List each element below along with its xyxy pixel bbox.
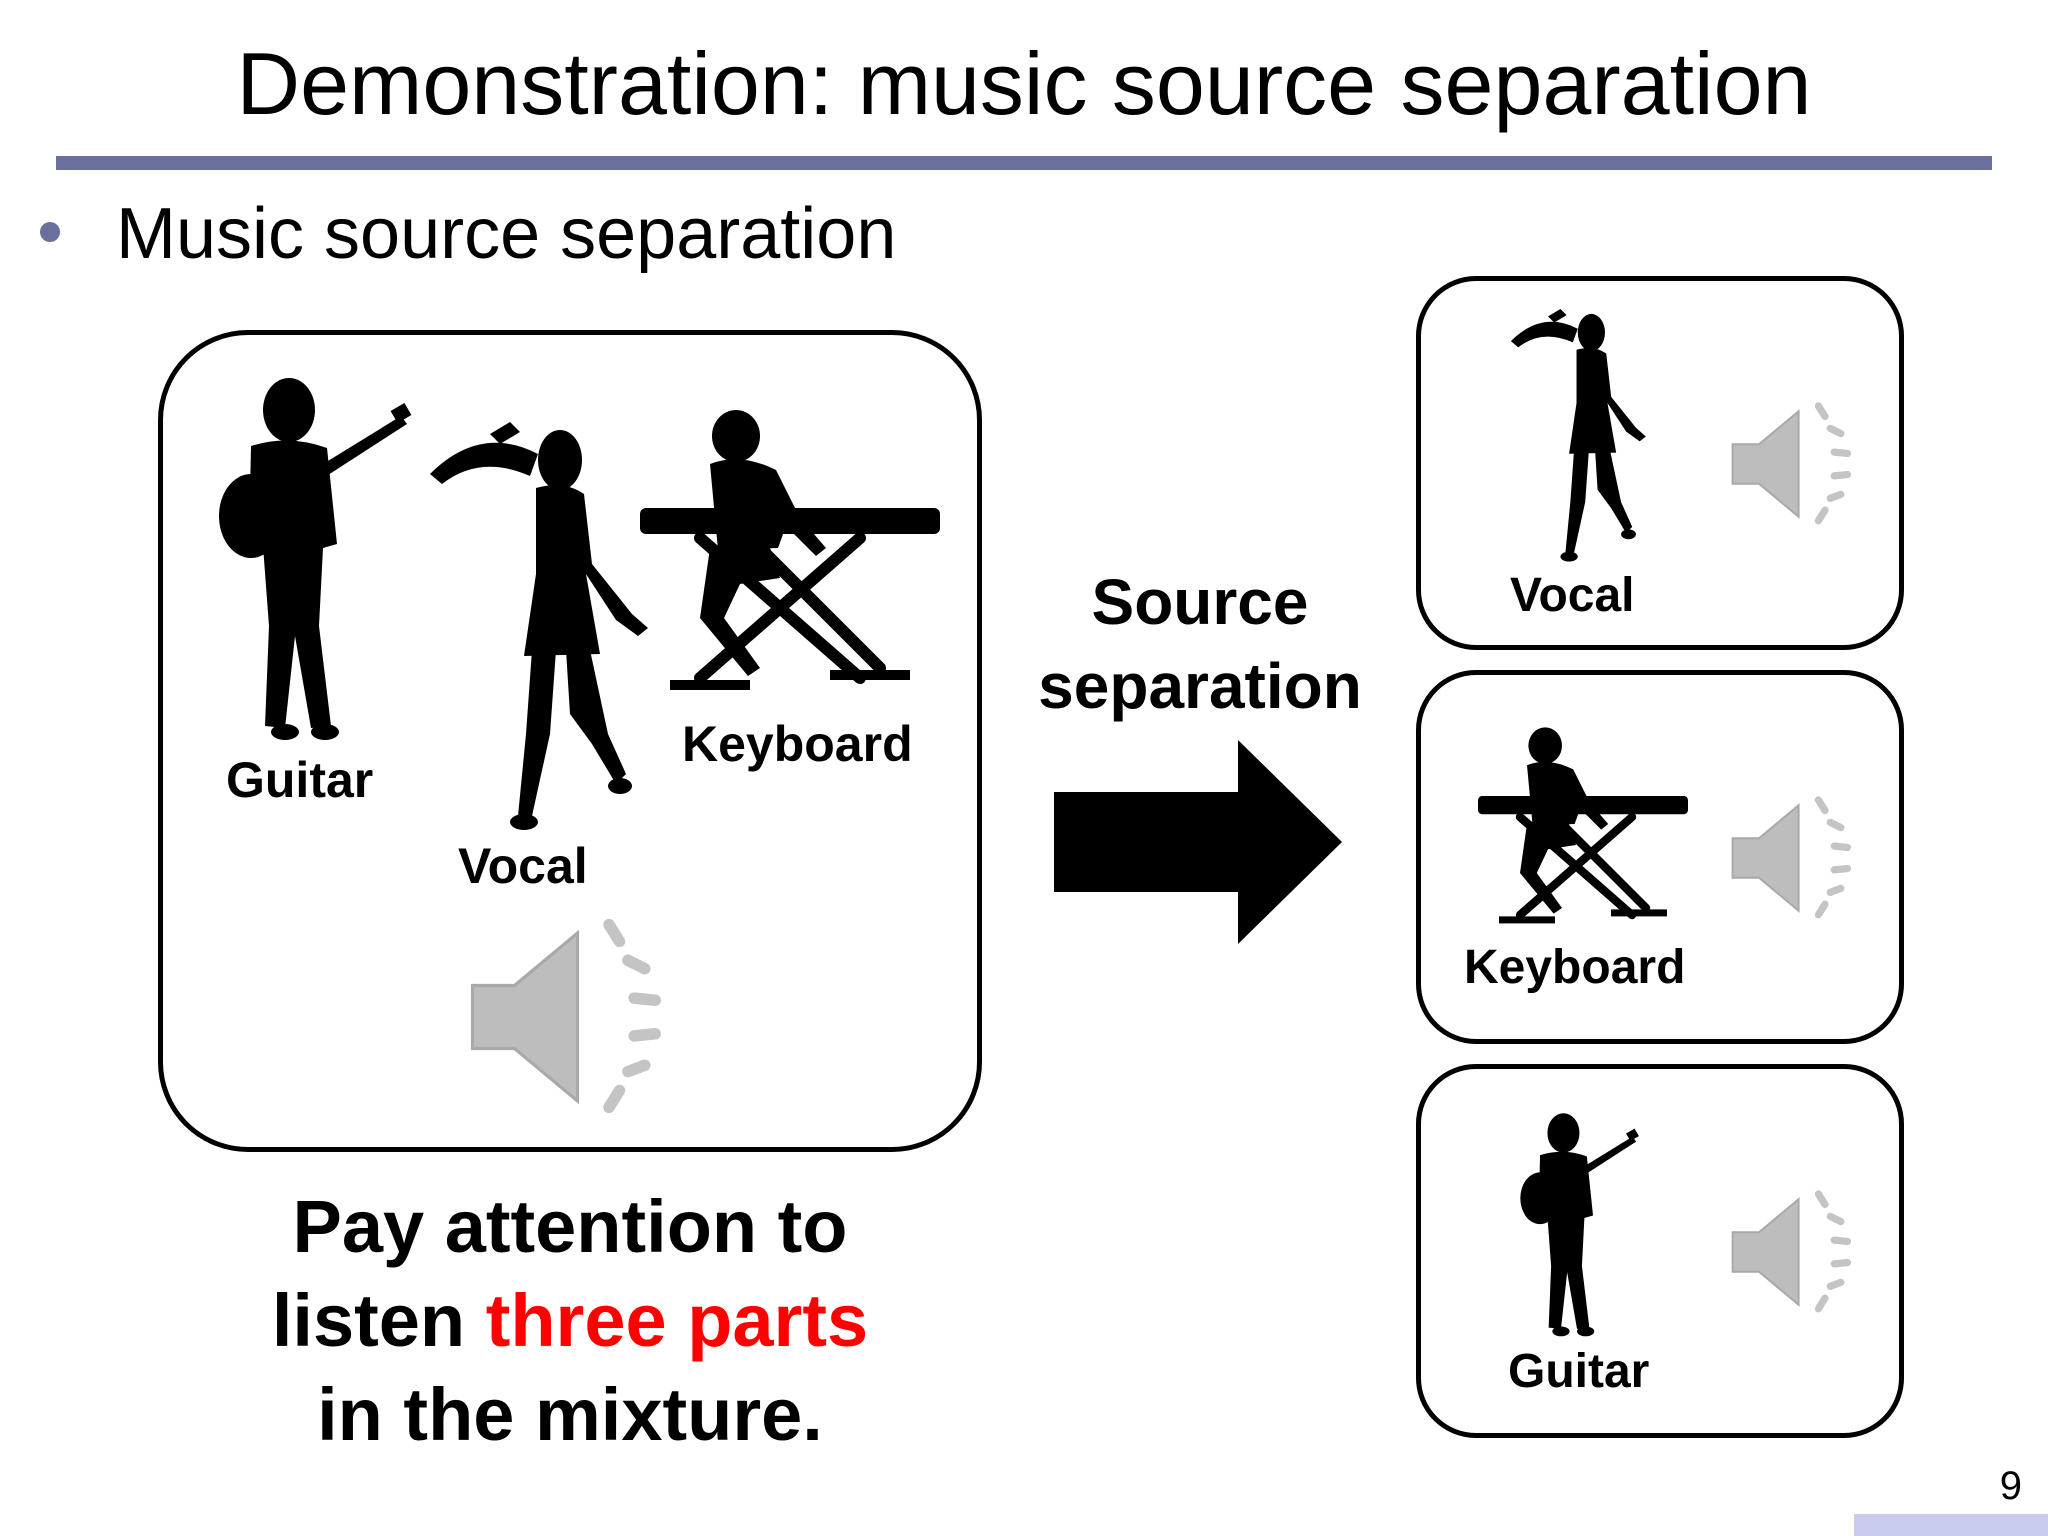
guitarist-silhouette-icon <box>1512 1112 1642 1340</box>
speaker-icon[interactable] <box>1726 398 1858 530</box>
caption-line-2: listen three parts <box>160 1274 980 1368</box>
output-label-guitar: Guitar <box>1508 1345 1650 1398</box>
output-panel-vocal <box>1416 276 1904 650</box>
caption-line-3: in the mixture. <box>317 1373 823 1456</box>
separation-label-line-1: Source <box>1091 566 1309 638</box>
right-arrow-icon <box>1054 740 1342 944</box>
caption-line-2-prefix: listen <box>271 1279 486 1362</box>
output-panel-guitar <box>1416 1064 1904 1438</box>
separation-label-line-2: separation <box>1038 650 1362 722</box>
singer-silhouette-icon <box>1504 304 1654 564</box>
mixture-label-keyboard: Keyboard <box>682 716 913 772</box>
bullet-text: Music source separation <box>116 194 897 274</box>
caption: Pay attention to listen three parts in t… <box>160 1180 980 1462</box>
slide-title: Demonstration: music source separation <box>236 34 1812 133</box>
guitarist-silhouette-icon <box>206 376 416 746</box>
output-label-vocal: Vocal <box>1510 569 1635 622</box>
caption-line-1: Pay attention to <box>292 1185 848 1268</box>
page-number: 9 <box>1999 1464 2022 1508</box>
speaker-icon[interactable] <box>1726 792 1858 924</box>
speaker-icon[interactable] <box>462 912 672 1122</box>
title-rule <box>56 156 1992 170</box>
mixture-label-vocal: Vocal <box>458 838 588 894</box>
singer-silhouette-icon <box>420 414 660 834</box>
bullet-dot <box>40 222 60 242</box>
output-label-keyboard: Keyboard <box>1464 941 1686 994</box>
separation-label: Source separation <box>1010 560 1390 728</box>
keyboardist-silhouette-icon <box>640 408 940 708</box>
keyboardist-silhouette-icon <box>1478 726 1688 936</box>
speaker-icon[interactable] <box>1726 1186 1858 1318</box>
mixture-label-guitar: Guitar <box>226 752 374 808</box>
corner-bar <box>1854 1514 2048 1536</box>
caption-highlight: three parts <box>485 1279 869 1362</box>
output-panel-keyboard <box>1416 670 1904 1044</box>
